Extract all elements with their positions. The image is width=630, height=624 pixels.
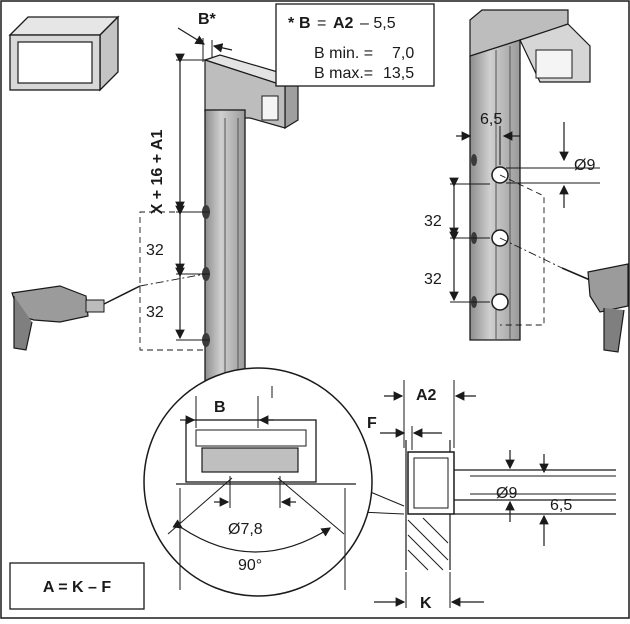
height-formula-label: X + 16 + A1 [149, 130, 166, 215]
bmax-label: B max.= [314, 65, 373, 82]
hole-marker [491, 293, 509, 311]
f-label: F [367, 415, 377, 432]
spacing-top-label: 32 [146, 242, 164, 259]
section-offset-label: 6,5 [550, 497, 572, 514]
b-star-label: B* [198, 11, 217, 28]
right-spacing-bottom-label: 32 [424, 271, 442, 288]
drill-icon-right [499, 237, 629, 353]
detail-b-label: B [214, 399, 226, 416]
bmax-value: 13,5 [383, 65, 414, 82]
bmin-value: 7,0 [392, 45, 414, 62]
formula-box: * B = A2 – 5,5 B min. = 7,0 B max.= 13,5 [275, 3, 435, 87]
hole-marker [471, 154, 477, 166]
formula-rest: – 5,5 [360, 15, 396, 32]
formula-b: B [299, 15, 311, 32]
section-hole-diameter-label: Ø9 [496, 485, 517, 502]
right-offset-label: 6,5 [480, 111, 502, 128]
formula-a2: A2 [333, 15, 354, 32]
right-hole-diameter-label: Ø9 [574, 157, 595, 174]
detail-angle-label: 90° [238, 557, 262, 574]
right-spacing-top-label: 32 [424, 213, 442, 230]
drill-icon-left [11, 273, 206, 351]
equation-box: A = K – F [9, 562, 145, 610]
right-rail-view [449, 9, 600, 341]
formula-eq: = [317, 15, 326, 32]
detail-hole-diameter-label: Ø7,8 [228, 521, 263, 538]
detail-circle [143, 367, 405, 597]
cabinet-icon [8, 15, 120, 92]
bmin-label: B min. = [314, 45, 373, 62]
formula-asterisk: * [288, 15, 295, 32]
k-label: K [420, 595, 432, 612]
section-view [374, 380, 616, 608]
a2-label: A2 [416, 387, 437, 404]
spacing-bottom-label: 32 [146, 304, 164, 321]
equation-text: A = K – F [43, 579, 112, 596]
